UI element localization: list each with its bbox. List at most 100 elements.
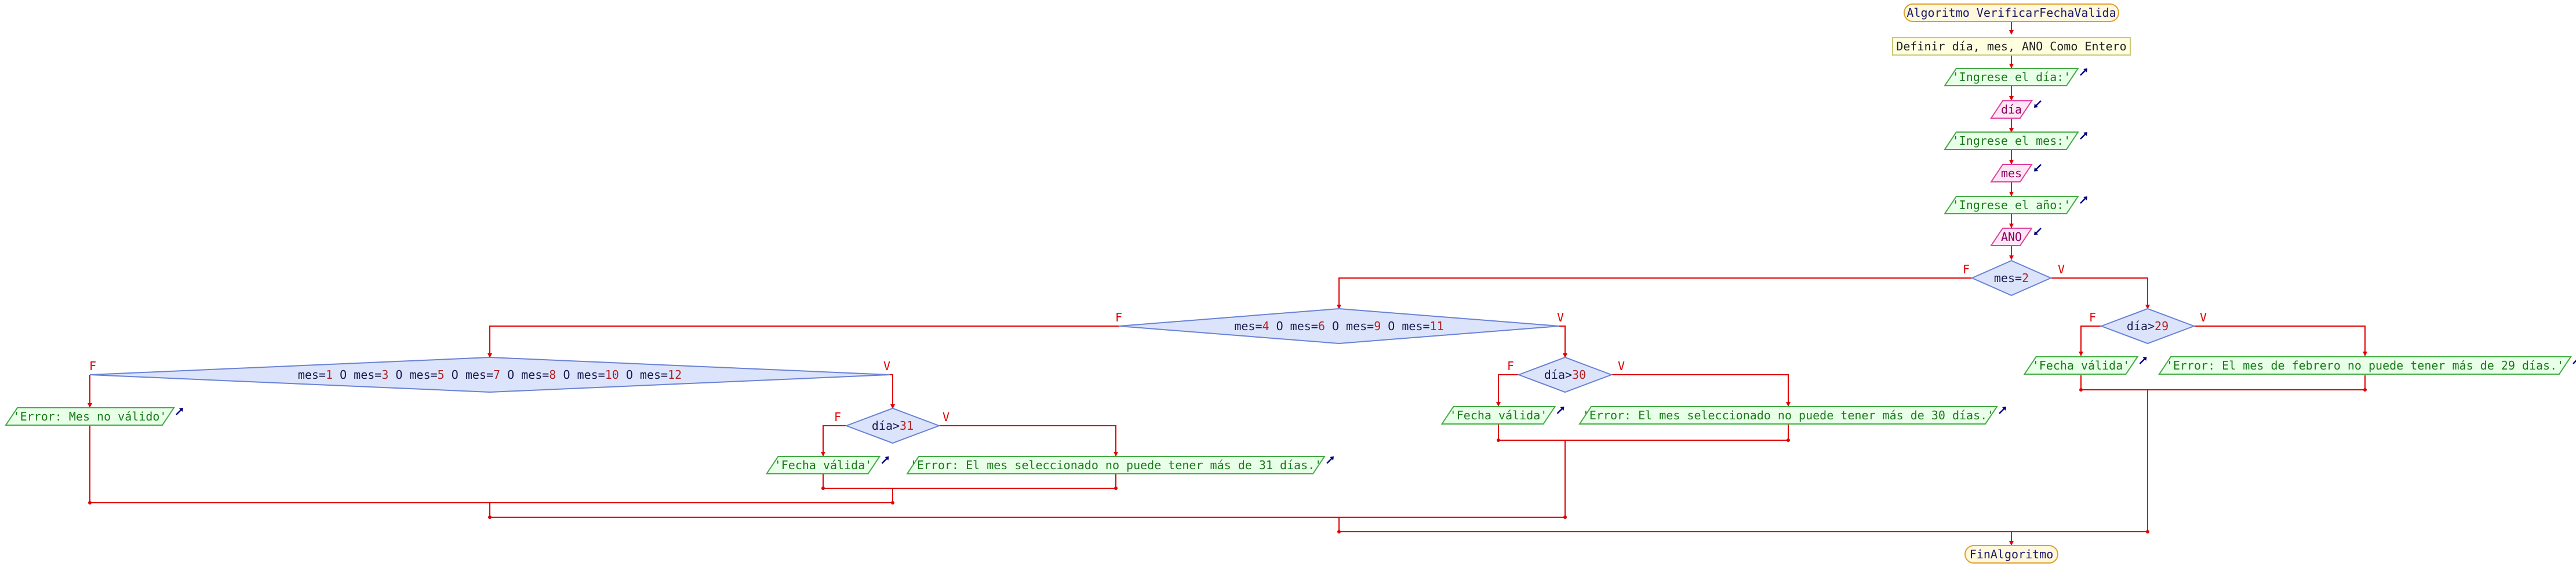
junction-dot [2079, 388, 2083, 392]
decision-dia-30-condition: día>30 [1544, 368, 1586, 382]
decision-mes-31-days: mes=1 O mes=3 O mes=5 O mes=7 O mes=8 O … [89, 356, 890, 393]
output-arrow-icon [881, 456, 889, 464]
output-valid-feb-label: 'Fecha válida' [2032, 359, 2130, 372]
output-valid-31-label: 'Fecha válida' [774, 458, 872, 472]
false-flag: F [2089, 310, 2096, 324]
output-feb-error: 'Error: El mes de febrero no puede tener… [2158, 356, 2576, 375]
junction-dot [821, 487, 825, 490]
false-flag: F [89, 359, 96, 373]
true-flag: V [2200, 310, 2207, 324]
decision-dia-31-condition: día>31 [872, 419, 914, 433]
junction-dot [1787, 438, 1790, 442]
define-statement-label: Definir día, mes, ANO Como Entero [1896, 39, 2126, 53]
output-arrow-icon [2080, 132, 2087, 140]
output-prompt-dia: 'Ingrese el día:' [1944, 68, 2087, 86]
decision-dia-29-condition: día>29 [2127, 319, 2169, 333]
junction-dot [1114, 487, 1118, 490]
input-dia-label: día [2001, 103, 2022, 116]
output-arrow-icon [2139, 357, 2147, 364]
start-terminal-label: Algoritmo VerificarFechaValida [1906, 6, 2116, 20]
false-branch-line [1337, 277, 1972, 309]
true-flag: V [943, 410, 949, 424]
output-prompt-mes: 'Ingrese el mes:' [1944, 131, 2087, 150]
junction-dot [1337, 530, 1341, 533]
output-31-error-label: 'Error: El mes seleccionado no puede ten… [910, 458, 1322, 472]
end-terminal: FinAlgoritmo [1964, 545, 2058, 564]
decision-mes-2: mes=2 [1970, 259, 2053, 297]
flow-line [823, 474, 1116, 489]
input-dia: día [1990, 100, 2042, 119]
false-flag: F [834, 410, 841, 424]
output-30-error-label: 'Error: El mes seleccionado no puede ten… [1582, 408, 1994, 422]
flow-line [1559, 326, 1567, 358]
junction-dot [2363, 388, 2367, 392]
output-valid-30: 'Fecha válida' [1440, 406, 1564, 425]
output-invalid-month: 'Error: Mes no válido' [5, 407, 183, 426]
decision-mes-30-days-condition: mes=4 O mes=6 O mes=9 O mes=11 [1234, 319, 1443, 333]
true-flag: V [883, 359, 890, 373]
output-arrow-icon [2080, 68, 2087, 76]
decision-dia-29: día>29 [2100, 308, 2196, 345]
output-invalid-month-label: 'Error: Mes no válido' [13, 409, 167, 423]
flow-line [1498, 425, 1788, 441]
output-arrow-icon [1326, 456, 1334, 464]
true-branch-line [2051, 277, 2150, 309]
input-ano: ANO [1990, 228, 2042, 246]
flow-line [821, 425, 846, 456]
flow-line [490, 440, 1566, 518]
flow-line [2194, 326, 2367, 356]
output-31-error: 'Error: El mes seleccionado no puede ten… [906, 456, 1334, 474]
input-ano-label: ANO [2001, 230, 2022, 244]
output-arrow-icon [1999, 407, 2006, 414]
flow-line [2079, 326, 2101, 356]
input-arrow-icon [2034, 228, 2042, 235]
output-prompt-ano-label: 'Ingrese el año:' [1952, 198, 2071, 212]
define-statement: Definir día, mes, ANO Como Entero [1892, 37, 2131, 56]
output-prompt-ano: 'Ingrese el año:' [1944, 196, 2087, 214]
flow-line [1496, 374, 1519, 407]
decision-mes-31-days-condition: mes=1 O mes=3 O mes=5 O mes=7 O mes=8 O … [298, 368, 682, 382]
false-flag: F [1115, 310, 1122, 324]
decision-mes-30-days: mes=4 O mes=6 O mes=9 O mes=11 [1118, 308, 1560, 345]
true-flag: V [2058, 262, 2065, 276]
flow-lines [88, 21, 2367, 546]
output-arrow-icon [176, 408, 183, 415]
true-flag: V [1618, 359, 1625, 373]
flow-line [890, 374, 895, 409]
output-valid-30-label: 'Fecha válida' [1450, 408, 1548, 422]
junction-dot [488, 515, 492, 519]
end-terminal-label: FinAlgoritmo [1970, 547, 2054, 561]
junction-dot [891, 501, 894, 504]
flow-line [2080, 375, 2365, 390]
flow-line [939, 425, 1118, 456]
decision-dia-30: día>30 [1517, 356, 1613, 393]
input-mes-label: mes [2001, 166, 2022, 180]
junction-dot [88, 501, 92, 504]
false-flag: F [1507, 359, 1514, 373]
output-arrow-icon [1556, 407, 1564, 414]
output-30-error: 'Error: El mes seleccionado no puede ten… [1578, 406, 2006, 425]
output-prompt-mes-label: 'Ingrese el mes:' [1952, 134, 2071, 148]
decision-mes-2-condition: mes=2 [1994, 271, 2029, 285]
input-arrow-icon [2034, 164, 2042, 171]
input-arrow-icon [2034, 100, 2042, 108]
junction-dot [1497, 438, 1500, 442]
false-flag: F [1963, 262, 1970, 276]
output-prompt-dia-label: 'Ingrese el día:' [1952, 70, 2071, 84]
flow-line [1611, 374, 1791, 407]
start-terminal: Algoritmo VerificarFechaValida [1904, 3, 2119, 22]
output-arrow-icon [2573, 360, 2576, 364]
junction-dot [1563, 515, 1567, 519]
input-mes: mes [1990, 164, 2042, 182]
flow-line [487, 326, 1119, 358]
decision-dia-31: día>31 [845, 407, 941, 444]
output-arrow-icon [2080, 196, 2087, 204]
output-valid-31: 'Fecha válida' [765, 456, 889, 474]
output-valid-feb: 'Fecha válida' [2023, 356, 2147, 375]
junction-dot [2146, 530, 2149, 533]
flow-line [90, 488, 893, 503]
true-flag: V [1557, 310, 1564, 324]
output-feb-error-label: 'Error: El mes de febrero no puede tener… [2166, 359, 2564, 372]
